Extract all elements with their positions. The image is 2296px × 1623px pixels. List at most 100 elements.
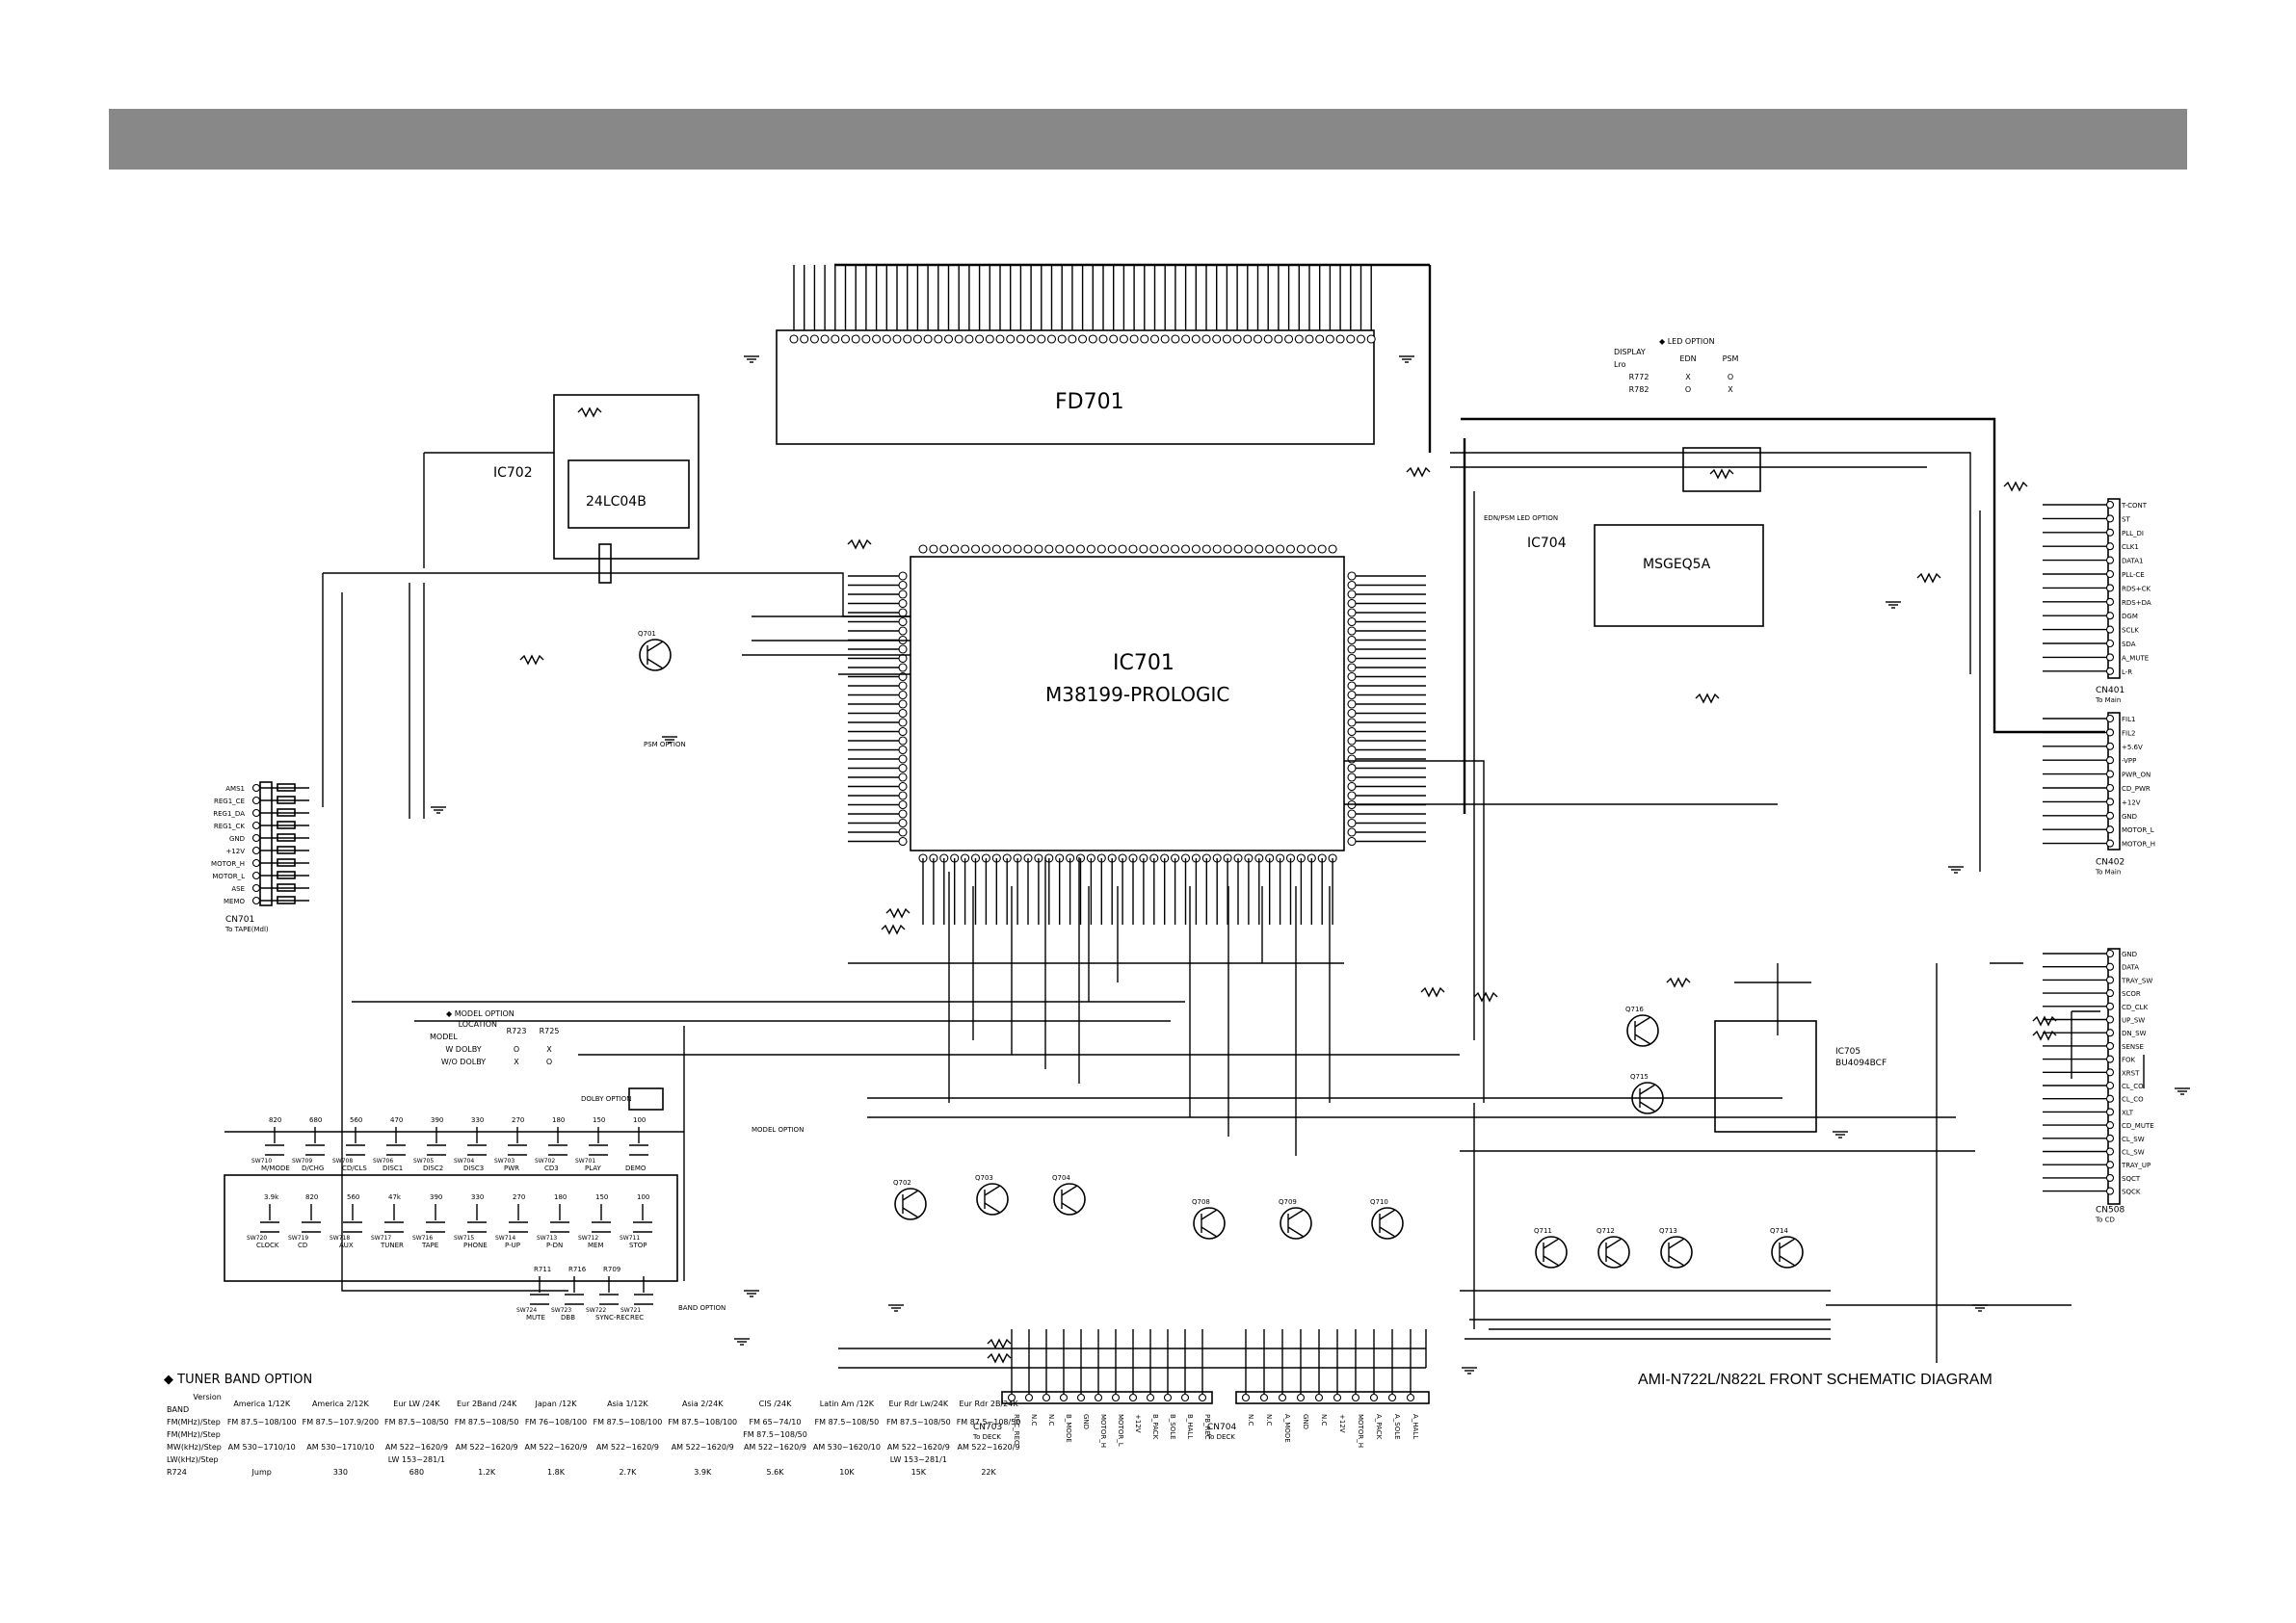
cn508-pin [2105, 1068, 2115, 1077]
fd701-pin [1181, 334, 1191, 344]
cn402-name: CN402 [2096, 858, 2124, 868]
cn402-pin [2105, 728, 2115, 737]
cn704-pin [1314, 1393, 1324, 1402]
transistor-emitter [647, 658, 664, 669]
tuner-band-cell: FM 87.5~108/100 [593, 1418, 663, 1427]
switch-label: P-UP [505, 1242, 520, 1249]
transistor-label: Q714 [1770, 1227, 1788, 1235]
transistor-label: Q710 [1370, 1198, 1388, 1206]
switch-id: SW701 [575, 1158, 595, 1165]
switch-id: SW720 [247, 1235, 267, 1242]
cn701-net-tag [277, 808, 296, 817]
ic701-pin-top [918, 544, 928, 554]
fd701-pin [872, 334, 882, 344]
ic701-pin-left [898, 663, 908, 672]
ic701-pin-right [1347, 635, 1357, 645]
transistor-collector [1605, 1238, 1623, 1249]
cn701-pin [251, 896, 261, 905]
ic701-pins [848, 544, 1426, 925]
tuner-band-cell [521, 1428, 590, 1441]
cn704-pin [1406, 1393, 1415, 1402]
ic701-pin-right [1347, 818, 1357, 828]
switch-resistor-value: 180 [554, 1193, 567, 1201]
switch-label: CD [298, 1242, 307, 1249]
ic701-pin-top [1128, 544, 1138, 554]
fd701-pin [892, 334, 902, 344]
tuner-band-cell: 2.7K [619, 1468, 637, 1477]
ic701-pin-left [898, 763, 908, 773]
ic701-pin-right [1347, 690, 1357, 700]
cn508-pin [2105, 1015, 2115, 1024]
ic701-pin-top [1201, 544, 1211, 554]
transistor-body [976, 1183, 1009, 1216]
ic701-pin-right [1347, 718, 1357, 727]
ic701-pin-right [1347, 608, 1357, 617]
switch-label: DISC1 [383, 1165, 403, 1172]
switch-label: TAPE [421, 1242, 438, 1249]
tuner-band-cell: FM 87.5~107.9/200 [302, 1418, 380, 1427]
ic702-part: 24LC04B [586, 494, 647, 510]
ic701-pin-top [1171, 544, 1180, 554]
switch-resistor-value: 150 [593, 1116, 605, 1124]
cn401-sub: To Main [2095, 696, 2121, 704]
cn508-name: CN508 [2096, 1206, 2124, 1216]
transistor-collector [647, 641, 664, 652]
switch-id: SW724 [516, 1307, 537, 1314]
cn508-sub: To CD [2095, 1217, 2115, 1224]
cn703-sub: To DECK [972, 1433, 1001, 1441]
model-option-title: MODEL OPTION [454, 1009, 515, 1018]
tuner-band-title: TUNER BAND OPTION [177, 1373, 313, 1387]
cn703-pin [1059, 1393, 1069, 1402]
resistor-zigzag [885, 907, 910, 919]
switch-label: D/CHG [302, 1165, 324, 1172]
switch-label: P-DN [546, 1242, 563, 1249]
cn508-pins: GNDDATATRAY_SWSCORCD_CLKUP_SWDN_SWSENSEF… [2043, 949, 2154, 1224]
fd701-pin [1356, 334, 1366, 344]
fd701-pin [1037, 334, 1046, 344]
transistor-label: Q713 [1659, 1227, 1677, 1235]
ic701-pin-top [929, 544, 938, 554]
cn508-pin-label: XLT [2122, 1109, 2134, 1116]
transistor-collector [902, 1190, 919, 1201]
switch-resistor-value: 270 [513, 1193, 525, 1201]
cn508-pin-label: CD_CLK [2122, 1004, 2149, 1011]
ic701-pin-top [1086, 544, 1095, 554]
switch-label: AUX [339, 1242, 354, 1249]
ic701-pin-left [898, 818, 908, 828]
cn401-pin-label: CLK1 [2122, 543, 2139, 551]
switch-label: DBB [561, 1314, 575, 1322]
cn401-pin [2105, 612, 2115, 620]
switch-label: PWR [504, 1165, 519, 1172]
ic702-name: IC702 [493, 465, 533, 481]
cn701-pin-label: GND [229, 835, 245, 843]
cn401-pin-label: ST [2122, 515, 2130, 523]
cn701-pin-label: REG1_CE [214, 798, 245, 805]
tuner-band-label: FM(MHz)/Step [167, 1430, 221, 1439]
cn701-net-tag [277, 858, 296, 867]
fd701-pin [840, 334, 851, 344]
switch-id: SW709 [292, 1158, 312, 1165]
cn401-pin [2105, 625, 2115, 634]
ic701-pin-right [1347, 580, 1357, 590]
cn402-pins: FIL1FIL2+5.6V-VPPPWR_ONCD_PWR+12VGNDMOTO… [2043, 714, 2155, 877]
fd701-pin [820, 334, 830, 344]
transistor-body [1771, 1236, 1804, 1269]
transistor-label: Q711 [1534, 1227, 1552, 1235]
cn703-connector [1001, 1391, 1213, 1404]
cn703-pin [1007, 1393, 1016, 1402]
fd701-pins [789, 265, 1376, 344]
cn508-pin [2105, 976, 2115, 984]
cn704-pin-label: GND [1302, 1414, 1309, 1429]
cn703-pin [1146, 1393, 1155, 1402]
cn704-pin [1241, 1393, 1251, 1402]
cn401-pin-label: A_MUTE [2122, 654, 2149, 662]
cn703-pin-label: REC_REC [1013, 1414, 1020, 1445]
cn401-pin-label: T-CONT [2121, 502, 2148, 510]
tuner-band-cell: AM 522~1620/9 [384, 1443, 448, 1452]
resistor-zigzag [1666, 977, 1691, 988]
cn402-connector [2107, 712, 2121, 851]
cn401-pin-label: SCLK [2122, 627, 2139, 635]
cn701-pin [251, 883, 261, 893]
